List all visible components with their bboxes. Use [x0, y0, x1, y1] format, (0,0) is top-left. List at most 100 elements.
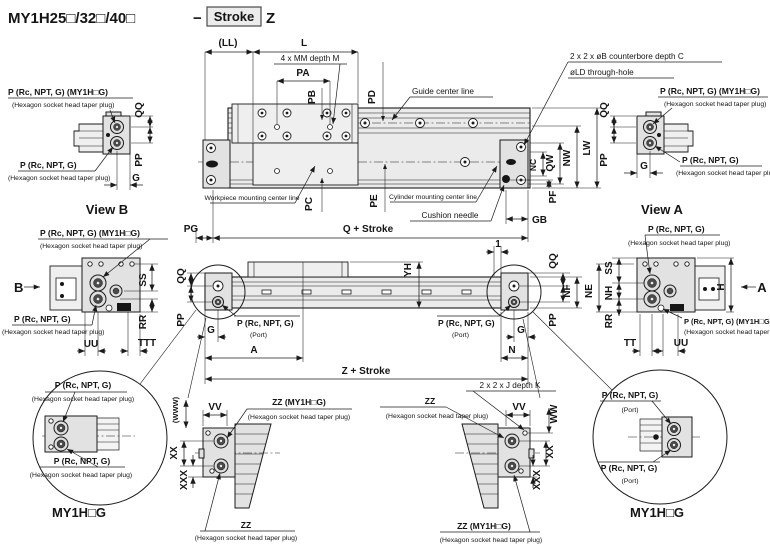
arrow-b-label: B: [14, 280, 23, 295]
dim-PG: PG: [184, 224, 199, 235]
dim-XX: XX: [169, 446, 180, 460]
plug-label: (Hexagon socket head taper plug): [386, 413, 488, 420]
section-view-b: B SS RR UU TTT P (Rc, NPT, G) (MY1H□G): [2, 228, 168, 356]
dim-XXX: XXX: [179, 470, 190, 490]
dim-VV: VV: [208, 402, 222, 413]
mm-tapped-hole: [327, 124, 333, 130]
slide-table-front: [247, 261, 349, 278]
view-a: QQ PP G P (Rc, NPT, G) (MY1H□G) (Hexagon…: [599, 86, 770, 217]
dim-PP: PP: [548, 313, 559, 327]
dim-PA: PA: [296, 68, 309, 79]
dim-UU: UU: [84, 339, 98, 350]
port-label: P (Rc, NPT, G) (MY1H□G): [40, 228, 140, 238]
port-block: [44, 415, 98, 453]
dim-LL: (LL): [219, 38, 238, 49]
detail-model-label: MY1H□G: [52, 505, 106, 520]
guide-bolts: [360, 118, 478, 167]
port-sub-label: (Port): [250, 332, 267, 339]
dim-NC: NC: [528, 159, 538, 171]
title-suffix: Z: [266, 10, 275, 27]
callout-workpiece-center-line: Workpiece mounting center line: [204, 195, 299, 202]
detail-bottom-left: P (Rc, NPT, G) (Hexagon socket head tape…: [30, 370, 168, 520]
port-sub-label: (Port): [622, 407, 639, 414]
dim-YH: YH: [403, 263, 414, 277]
zz-label: ZZ (MY1H□G): [272, 397, 326, 407]
dim-GB: GB: [532, 215, 547, 226]
dim-Q-stroke: Q + Stroke: [343, 224, 394, 235]
dim-QQ: QQ: [548, 253, 559, 269]
dim-PE: PE: [369, 194, 380, 208]
callout-counterbore: 2 x 2 x øB counterbore depth C: [570, 52, 684, 61]
dim-G: G: [132, 173, 140, 184]
dim-WW: WW: [549, 404, 560, 423]
view-a-title: View A: [641, 202, 684, 217]
callout-cushion-needle: Cushion needle: [422, 211, 479, 220]
dim-VV: VV: [512, 402, 526, 413]
callout-mm-holes: 4 x MM depth M: [281, 54, 340, 63]
dim-NE: NE: [584, 284, 595, 298]
port-label: P (Rc, NPT, G): [601, 463, 658, 473]
plug-label: (Hexagon socket head taper plug): [32, 396, 134, 403]
detail-circle: [592, 369, 728, 505]
dim-A: A: [250, 345, 257, 356]
port-label: P (Rc, NPT, G) (MY1H□G): [684, 317, 770, 326]
rail-cutaway: [234, 423, 272, 509]
dim-PP: PP: [134, 153, 145, 167]
dim-UU: UU: [674, 338, 688, 349]
section-view-a: H A SS NH NE RR TT UU P (Rc, NPT, G) (He…: [584, 224, 770, 356]
plug-label: (Hexagon socket head taper plug): [8, 175, 110, 182]
detail-model-label: MY1H□G: [630, 505, 684, 520]
port-sub-label: (Port): [452, 332, 469, 339]
detail-circle: [32, 370, 168, 506]
zz-label: ZZ: [425, 396, 435, 406]
title-dash: −: [193, 10, 202, 27]
mm-tapped-hole: [274, 124, 280, 130]
dim-NH: NH: [604, 286, 615, 300]
stroke-box-label: Stroke: [214, 9, 254, 24]
detail-bottom-right: P (Rc, NPT, G) (Port) P (Rc, NPT, G) (Po…: [592, 369, 728, 520]
plug-label: (Hexagon socket head taper plug): [440, 537, 542, 544]
plug-label: (Hexagon socket head taper plug): [195, 535, 297, 542]
dim-PD: PD: [367, 90, 378, 104]
port-label: P (Rc, NPT, G) (MY1H□G): [660, 86, 760, 96]
elevation-view: YH 1 P (Rc, NPT, G) (Port) P (Rc, NPT, G…: [139, 239, 613, 399]
dim-1: 1: [495, 239, 501, 250]
port-label: P (Rc, NPT, G): [237, 318, 294, 328]
dim-SS: SS: [138, 273, 149, 287]
rail-cutaway: [461, 423, 499, 509]
mm-tapped-hole: [274, 168, 280, 174]
plug-label: (Hexagon socket head taper plug): [40, 243, 142, 250]
zz-label: ZZ: [241, 520, 251, 530]
title-block: MY1H25□/32□/40□ − Stroke Z: [8, 6, 275, 27]
dim-QW: QW: [545, 154, 556, 172]
dim-QQ: QQ: [176, 268, 187, 284]
port-label: P (Rc, NPT, G): [55, 380, 112, 390]
workpiece-mount-plan: [252, 142, 359, 186]
arrow-a-label: A: [757, 280, 767, 295]
dim-G: G: [640, 161, 648, 172]
dim-Z-stroke: Z + Stroke: [342, 366, 391, 377]
port-label: P (Rc, NPT, G): [648, 224, 705, 234]
callout-j-holes: 2 x 2 x J depth K: [480, 381, 542, 390]
dim-NW: NW: [562, 149, 573, 166]
plug-label: (Hexagon socket head taper plug): [676, 170, 770, 177]
cushion-needle-hole: [502, 175, 510, 183]
plug-label: (Hexagon socket head taper plug): [30, 472, 132, 479]
port-label: P (Rc, NPT, G): [438, 318, 495, 328]
dim-PF: PF: [548, 191, 559, 204]
plug-label: (Hexagon socket head taper plug): [664, 101, 766, 108]
dim-SS: SS: [604, 261, 615, 275]
left-head-cover-plan: [202, 139, 231, 189]
detail-mid-left: (WWW) VV XX XXX ZZ (MY1H□G) (Hexagon soc…: [169, 396, 352, 542]
dim-PC: PC: [304, 197, 315, 211]
dim-RR: RR: [138, 314, 149, 329]
stroke-box: [206, 6, 262, 27]
dim-PB: PB: [307, 90, 318, 104]
port-label: P (Rc, NPT, G): [602, 390, 659, 400]
view-b: QQ PP G P (Rc, NPT, G) (MY1H□G) (Hexagon…: [8, 87, 153, 217]
plug-label: (Hexagon socket head taper plug): [2, 329, 104, 336]
port-label: P (Rc, NPT, G): [682, 155, 739, 165]
dim-PP: PP: [599, 153, 610, 167]
